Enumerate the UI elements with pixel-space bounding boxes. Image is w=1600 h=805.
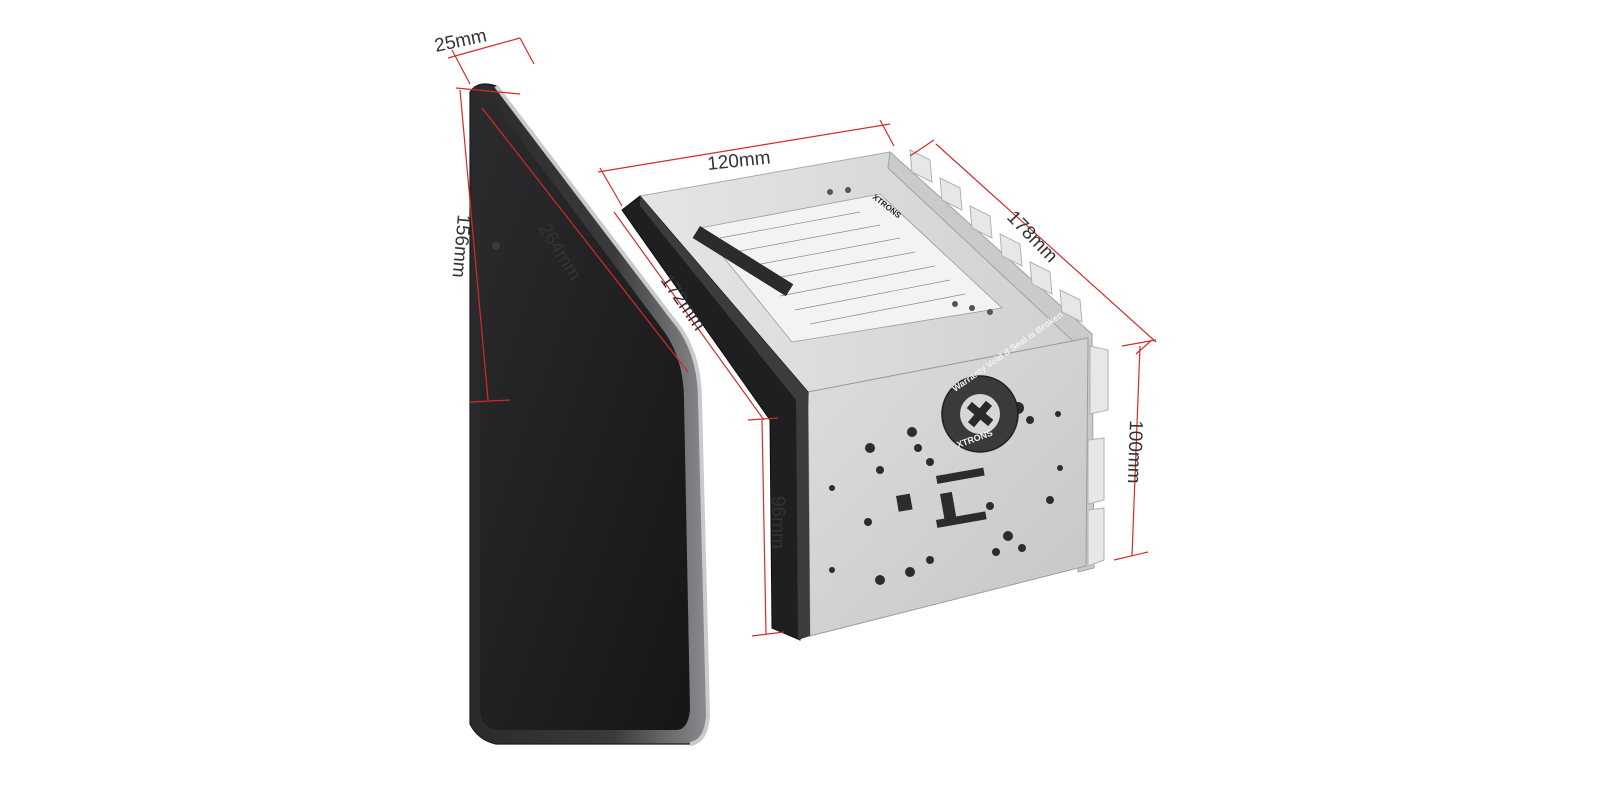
top-label-black-bar xyxy=(692,225,794,297)
dim-label-25mm: 25mm xyxy=(433,25,489,57)
screen-panel xyxy=(469,83,711,746)
dim-label-120mm: 120mm xyxy=(706,147,771,175)
chassis-box: XTRONS xyxy=(639,149,1109,637)
dim-label-100mm: 100mm xyxy=(1123,420,1146,484)
top-holes xyxy=(827,187,993,315)
screen-sensor-dot xyxy=(492,242,500,250)
front-slots xyxy=(895,467,987,528)
chassis-ribs xyxy=(909,149,1109,567)
top-spec-label xyxy=(699,193,1003,343)
screw-cross-icon xyxy=(966,400,994,428)
screen-glass xyxy=(480,103,690,730)
screen-silver-trim xyxy=(494,84,711,746)
dim-label-96mm: 96mm xyxy=(767,496,788,549)
chassis-right-side xyxy=(887,150,1095,573)
dim-label-156mm: 156mm xyxy=(447,214,473,279)
top-label-lines xyxy=(719,211,966,325)
dimension-lines xyxy=(447,37,1157,637)
